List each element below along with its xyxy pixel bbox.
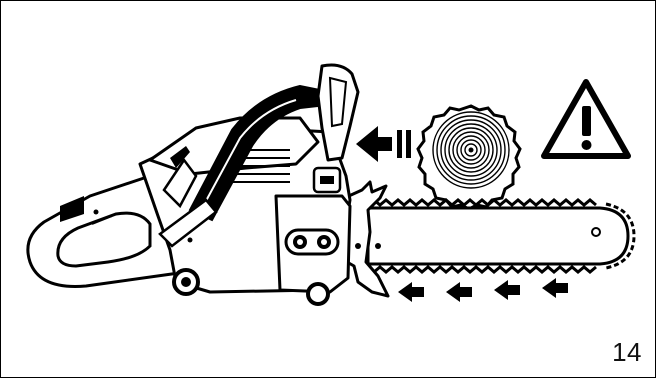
bumper-spike <box>338 180 390 298</box>
chain-arrow-3-icon <box>494 280 520 300</box>
chainsaw-illustration <box>26 63 360 306</box>
page-number: 14 <box>612 337 642 367</box>
feed-direction-arrow-icon <box>356 126 411 162</box>
chain-arrow-4-icon <box>542 278 568 298</box>
chain-arrow-1-icon <box>398 282 424 302</box>
guide-bar <box>366 198 636 274</box>
warning-triangle-icon <box>541 79 631 159</box>
log-cross-section-icon <box>416 104 522 211</box>
chain-arrow-2-icon <box>446 282 472 302</box>
chain-direction-arrows <box>398 278 568 302</box>
